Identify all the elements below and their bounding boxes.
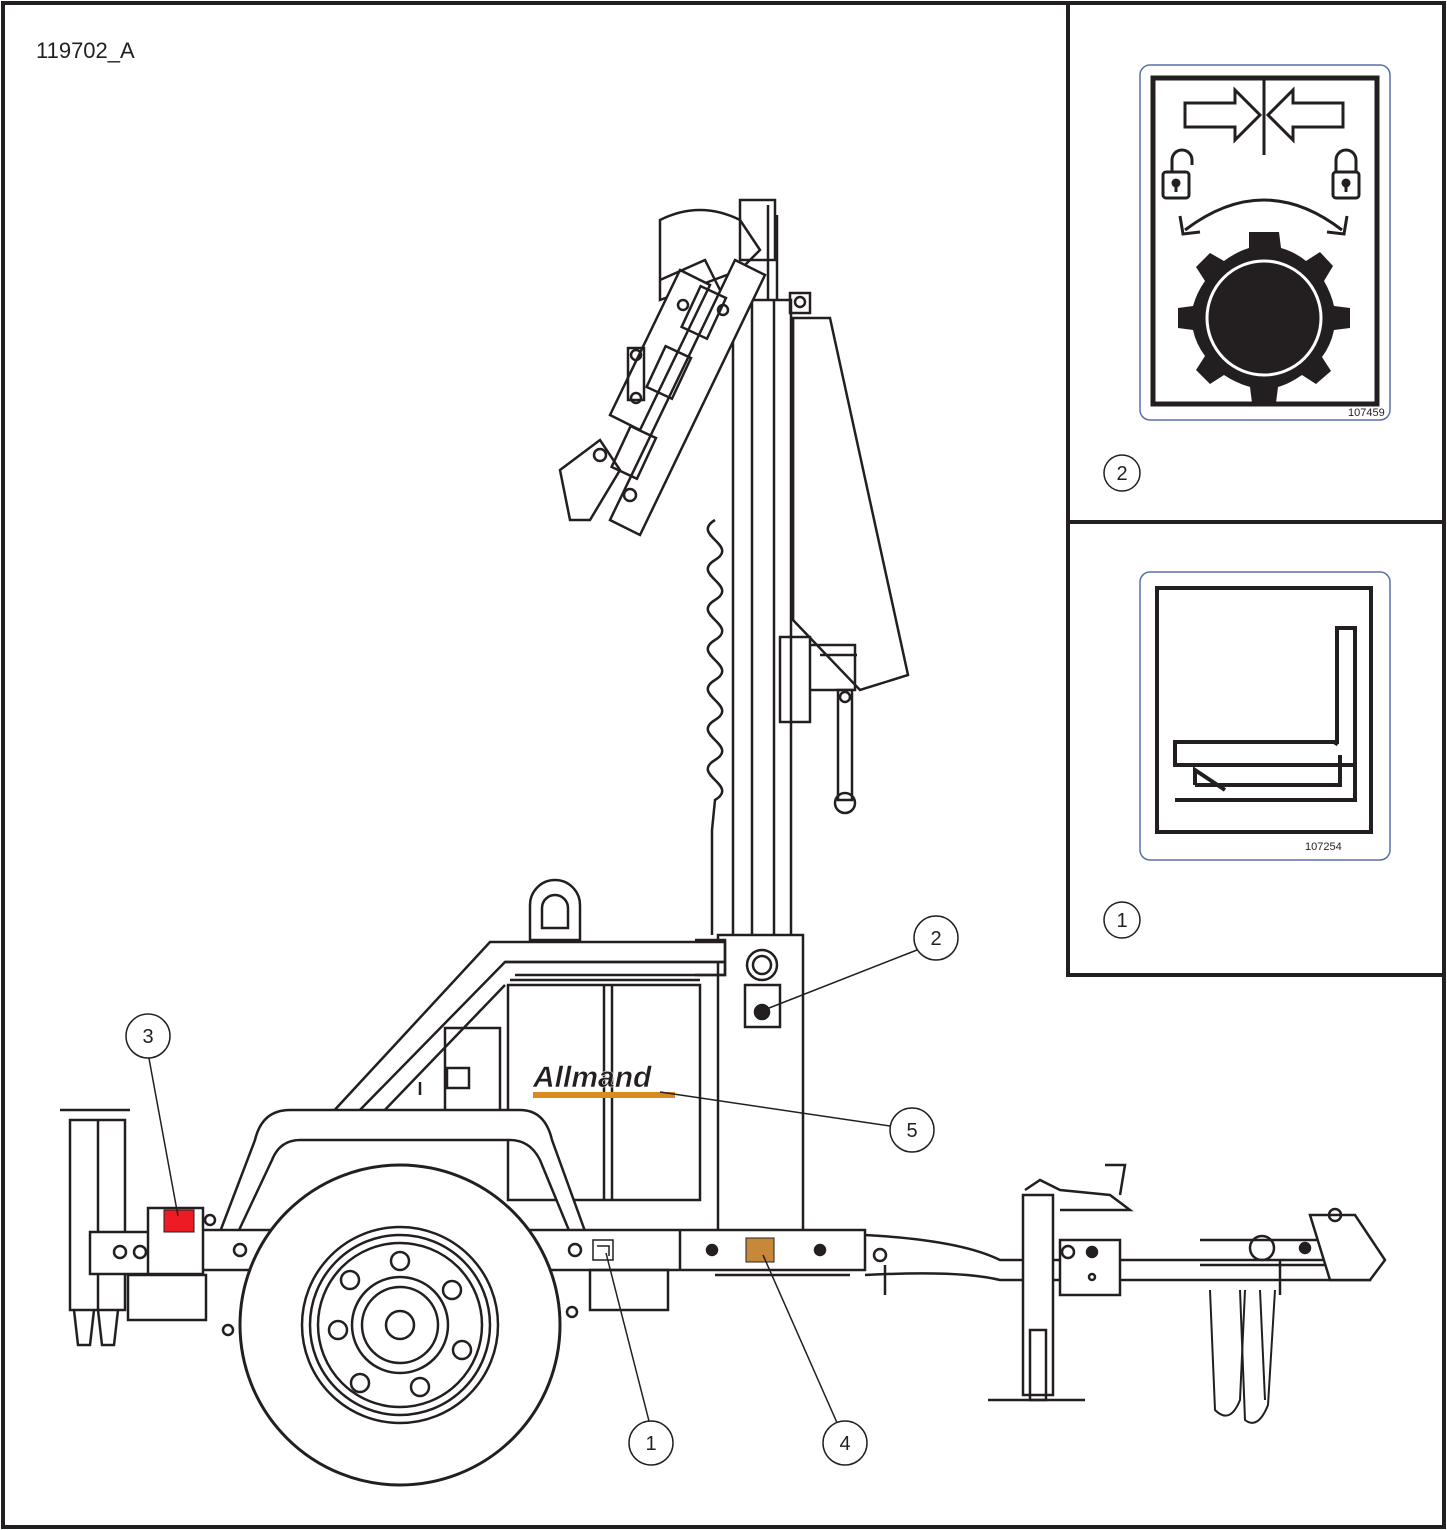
callout-2-main: 2 [913,915,959,961]
light-head-assembly [558,198,779,537]
inset-callout-1 [1103,901,1141,939]
unlocked-padlock-icon [1161,148,1194,200]
logo-stripe [533,1092,675,1098]
callout-3: 3 [125,1013,171,1059]
callout-1-main: 1 [628,1420,674,1466]
rear-light-post [60,1108,583,1347]
wheel [238,1163,562,1487]
inset-panel-2: 107459 2 [1066,3,1444,524]
amber-reflector [745,1237,775,1263]
tongue-hitch [872,1207,1387,1297]
rotate-arrow-icon [1178,198,1349,236]
allmand-logo: Allmand [532,1061,675,1098]
inset-callout-2 [1103,454,1141,492]
tail-light [163,1209,195,1233]
svg-text:1: 1 [645,1433,656,1455]
mast-crank [778,635,857,815]
tongue-jack [988,1163,1134,1402]
inset-panel-1: 107254 1 [1066,522,1444,977]
coiled-cable [706,518,724,935]
inset-callout-2-label: 2 [1116,463,1127,485]
lifting-eye [528,878,582,942]
mast-side-panel [791,316,910,692]
svg-text:5: 5 [906,1120,917,1142]
callout-4: 4 [822,1420,868,1466]
figure-id: 119702_A [36,38,135,63]
trailer-illustration [60,198,1387,1487]
decal-number-107254: 107254 [1305,841,1342,853]
svg-text:2: 2 [930,928,941,950]
callout-5: 5 [889,1107,935,1153]
inset-callout-1-label: 1 [1116,910,1127,932]
svg-text:3: 3 [142,1026,153,1048]
lifting-fork-pocket-icon [1173,626,1357,802]
locked-padlock-icon [1331,148,1361,200]
brand-logo-text: Allmand [532,1061,652,1094]
squeeze-arrows-icon [1183,80,1345,155]
leader-lines [147,949,918,1426]
decal-number-107459: 107459 [1348,407,1385,419]
svg-text:4: 4 [839,1433,850,1455]
fork-pocket-decal [592,1239,614,1261]
mast-tower [716,291,812,1237]
safety-chains [1209,1289,1276,1424]
